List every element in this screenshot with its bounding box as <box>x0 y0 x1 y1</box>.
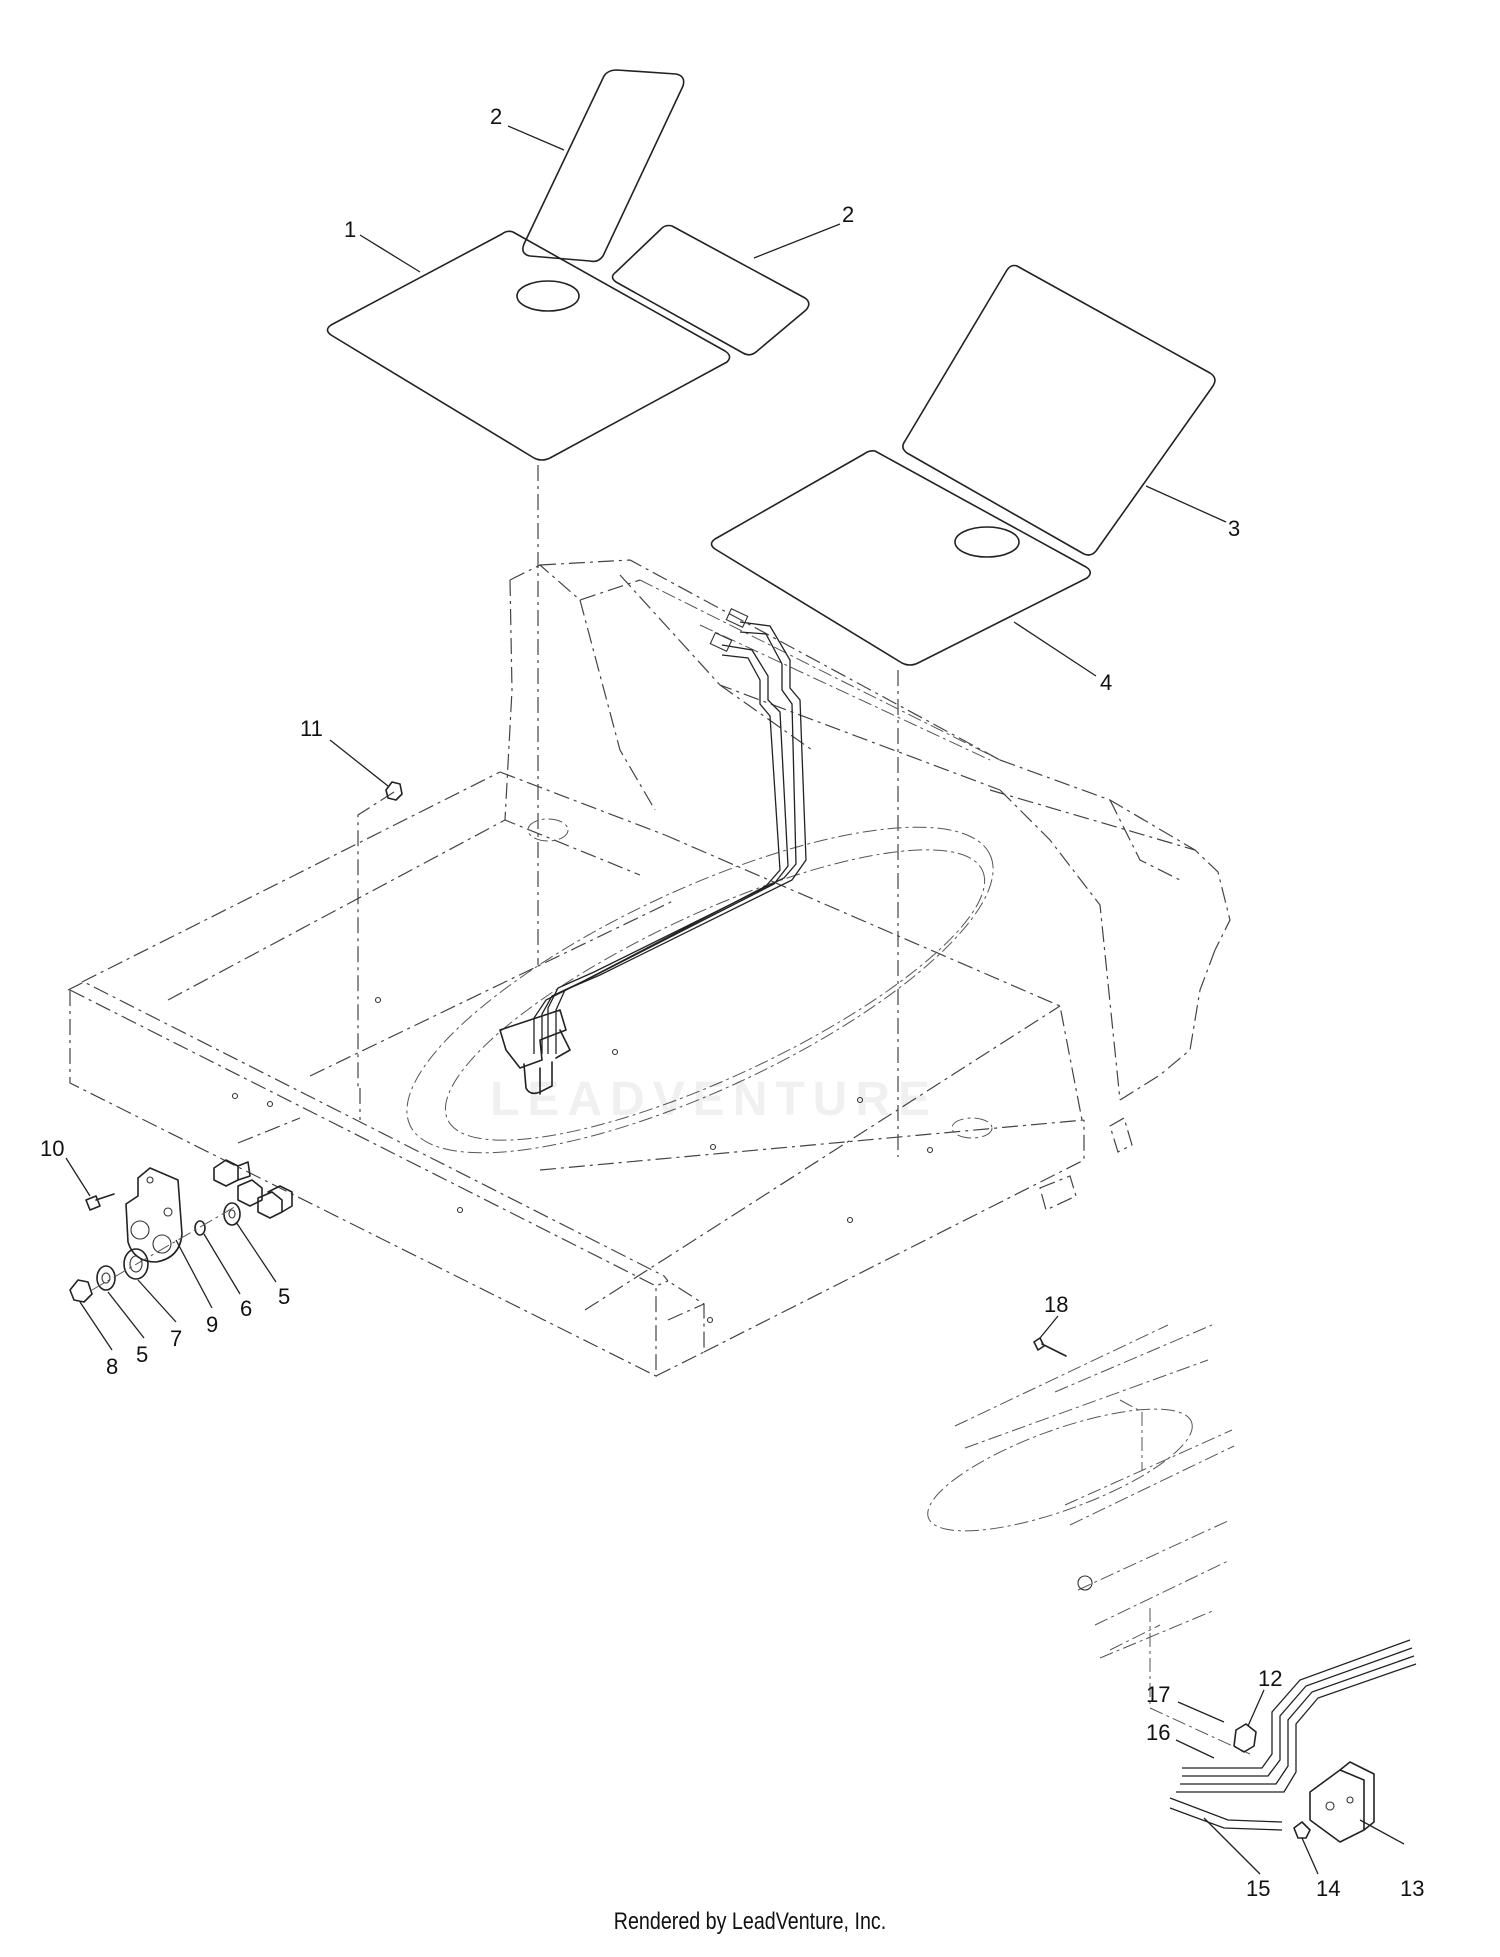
callout-9: 9 <box>206 1312 218 1337</box>
spacer-7 <box>123 1248 149 1280</box>
callout-15: 15 <box>1246 1876 1270 1901</box>
nut-8 <box>69 1279 93 1303</box>
clip-12 <box>1233 1723 1257 1753</box>
callout-5-left: 5 <box>136 1342 148 1367</box>
fitting-middle <box>237 1179 263 1207</box>
callout-17: 17 <box>1146 1682 1170 1707</box>
callout-6: 6 <box>240 1296 252 1321</box>
callout-2-right: 2 <box>842 202 854 227</box>
fitting-upper <box>213 1159 251 1187</box>
tube-bracket <box>499 1009 567 1069</box>
decal-1-plate <box>326 230 731 461</box>
decal-group-right <box>710 264 1216 666</box>
lower-right-detail <box>927 1324 1417 1843</box>
callout-3: 3 <box>1228 516 1240 541</box>
callout-12: 12 <box>1258 1666 1282 1691</box>
callout-8: 8 <box>106 1354 118 1379</box>
centerline-bracket-10 <box>237 1117 301 1144</box>
bolt-10 <box>85 1193 115 1211</box>
callout-11: 11 <box>300 716 323 741</box>
clip-14 <box>1293 1821 1311 1839</box>
footer-credit: Rendered by LeadVenture, Inc. <box>613 1908 887 1935</box>
mount-bracket-9 <box>125 1167 183 1263</box>
leader-lines <box>65 125 1405 1875</box>
decal-3-plate <box>902 264 1216 556</box>
decal-group-left <box>326 69 810 461</box>
centerline-nut-11 <box>357 791 395 1088</box>
decal-2-tall <box>522 69 685 263</box>
watermark-logo-text: LEADVENTURE <box>490 1073 939 1126</box>
washer-6 <box>194 1220 206 1236</box>
decal-1-hole <box>516 280 580 312</box>
callout-14: 14 <box>1316 1876 1340 1901</box>
callout-13: 13 <box>1400 1876 1424 1901</box>
decal-4-plate <box>710 450 1092 666</box>
callout-2-top: 2 <box>490 104 502 129</box>
callout-labels: 1 2 2 3 4 11 10 5 6 9 7 5 8 18 12 17 16 … <box>40 104 1424 1901</box>
callout-4: 4 <box>1100 670 1112 695</box>
bolt-18 <box>1033 1337 1067 1357</box>
left-hardware-group <box>69 1159 293 1303</box>
tube-fitting-lower <box>709 632 733 652</box>
decal-2-small <box>611 224 810 356</box>
bracket-13 <box>1309 1769 1365 1843</box>
callout-5-right: 5 <box>278 1284 290 1309</box>
decal-4-hole <box>954 526 1020 558</box>
hydraulic-tubes <box>499 608 807 1095</box>
mower-frame-phantom <box>67 559 1231 1377</box>
callout-18: 18 <box>1044 1292 1068 1317</box>
washer-5-left <box>96 1265 116 1291</box>
callout-1: 1 <box>344 217 356 242</box>
nut-11 <box>385 781 403 801</box>
callout-16: 16 <box>1146 1720 1170 1745</box>
callout-7: 7 <box>170 1326 182 1351</box>
fitting-lower <box>257 1185 293 1219</box>
washer-5-right <box>223 1202 241 1226</box>
callout-10: 10 <box>40 1136 64 1161</box>
tube-fitting-upper <box>725 608 749 628</box>
